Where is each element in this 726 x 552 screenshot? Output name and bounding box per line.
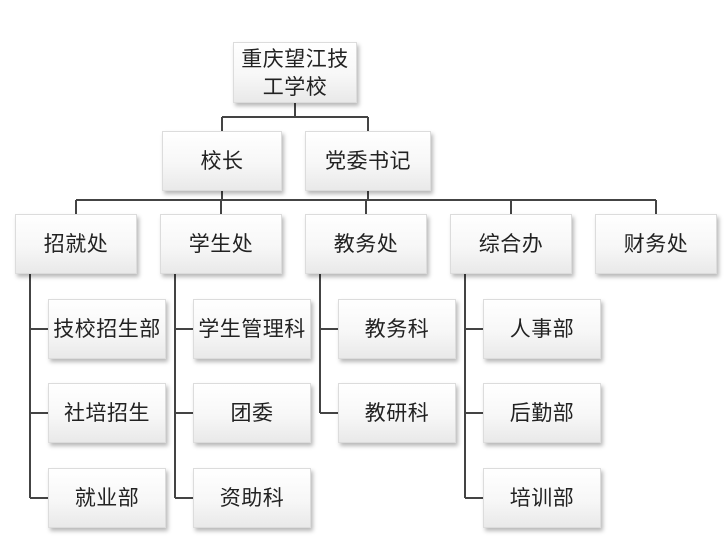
node-sub-academic-2: 教研科 (338, 383, 456, 443)
node-sub-general-3-label: 培训部 (509, 486, 575, 510)
node-sub-academic-2-label: 教研科 (364, 401, 430, 425)
node-sub-student-1-label: 学生管理科 (198, 317, 306, 341)
node-party-secretary: 党委书记 (305, 131, 431, 191)
node-dept-finance-label: 财务处 (623, 232, 689, 256)
node-school-label: 重庆望江技工学校 (241, 46, 349, 99)
node-sub-student-1: 学生管理科 (193, 299, 311, 359)
node-dept-general: 综合办 (450, 214, 572, 274)
node-dept-academic-label: 教务处 (333, 232, 399, 256)
node-sub-recruitment-1: 技校招生部 (48, 299, 166, 359)
node-sub-student-2: 团委 (193, 383, 311, 443)
node-principal: 校长 (162, 131, 282, 191)
node-dept-general-label: 综合办 (478, 232, 544, 256)
node-dept-student-label: 学生处 (188, 232, 254, 256)
node-sub-academic-1: 教务科 (338, 299, 456, 359)
node-dept-finance: 财务处 (595, 214, 717, 274)
node-sub-student-3-label: 资助科 (219, 486, 285, 510)
node-dept-recruitment: 招就处 (15, 214, 137, 274)
node-school: 重庆望江技工学校 (233, 42, 357, 103)
node-dept-academic: 教务处 (305, 214, 427, 274)
node-sub-student-3: 资助科 (193, 468, 311, 528)
node-sub-general-1-label: 人事部 (509, 317, 575, 341)
node-sub-general-2-label: 后勤部 (509, 401, 575, 425)
node-sub-recruitment-3: 就业部 (48, 468, 166, 528)
node-sub-general-1: 人事部 (483, 299, 601, 359)
node-dept-student: 学生处 (160, 214, 282, 274)
node-party-secretary-label: 党委书记 (325, 149, 411, 173)
node-sub-recruitment-2: 社培招生 (48, 383, 166, 443)
node-sub-recruitment-3-label: 就业部 (74, 486, 140, 510)
node-sub-recruitment-1-label: 技校招生部 (53, 317, 161, 341)
node-sub-general-3: 培训部 (483, 468, 601, 528)
node-principal-label: 校长 (200, 149, 244, 173)
node-dept-recruitment-label: 招就处 (43, 232, 109, 256)
node-sub-recruitment-2-label: 社培招生 (64, 401, 150, 425)
node-sub-academic-1-label: 教务科 (364, 317, 430, 341)
node-sub-student-2-label: 团委 (230, 401, 274, 425)
node-sub-general-2: 后勤部 (483, 383, 601, 443)
